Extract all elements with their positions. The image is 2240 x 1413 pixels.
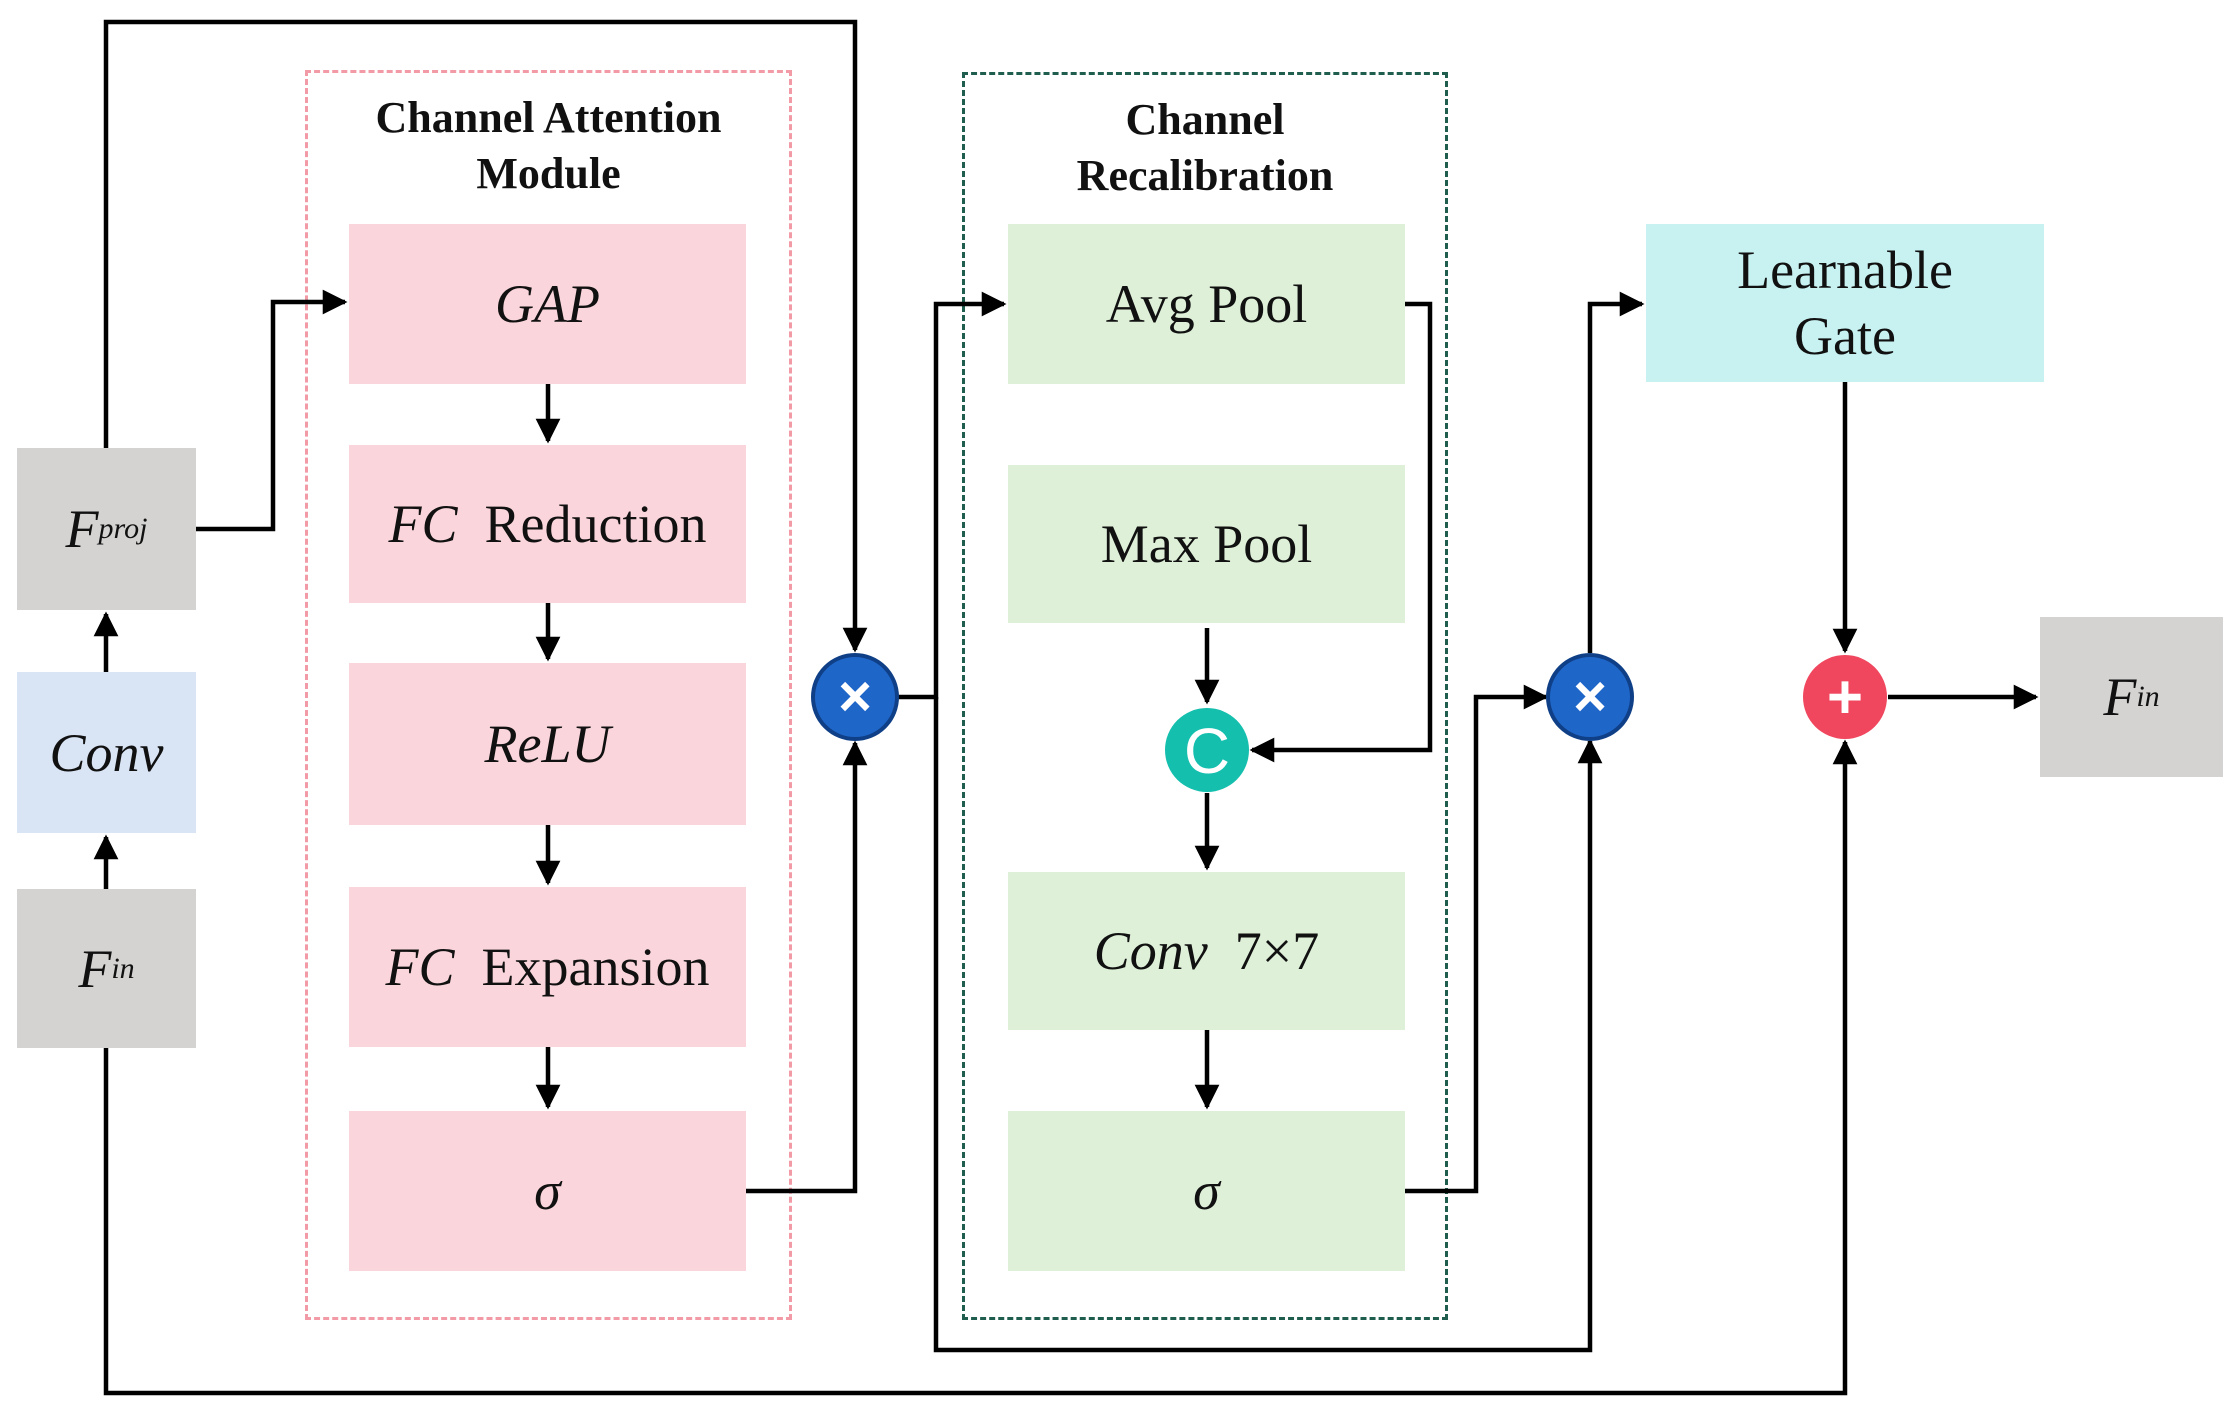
add-symbol: + — [1827, 663, 1863, 732]
recalibration-title: Channel Recalibration — [962, 92, 1448, 204]
fc-reduction-italic: FC — [388, 494, 458, 554]
edge-multiply2-to-gate — [1587, 291, 1645, 653]
recalibration-frame — [962, 72, 1448, 1320]
attention-module-frame — [305, 70, 792, 1320]
relu-node: ReLU — [349, 663, 746, 825]
fc-expansion-node: FC Expansion — [349, 887, 746, 1047]
fc-expansion-label: Expansion — [481, 937, 710, 997]
conv7-node: Conv 7×7 — [1008, 872, 1405, 1030]
learnable-gate-line2: Gate — [1794, 306, 1896, 366]
edge-multiply1-to-avgpool — [898, 291, 1007, 700]
conv7-italic: Conv — [1093, 921, 1208, 981]
fc-reduction-label: Reduction — [484, 494, 707, 554]
sigma-recal-label: σ — [1193, 1161, 1220, 1221]
learnable-gate-node: Learnable Gate — [1646, 224, 2044, 382]
learnable-gate-line1: Learnable — [1737, 240, 1953, 300]
fc-reduction-node: FC Reduction — [349, 445, 746, 603]
f-in-output-base: F — [2103, 667, 2137, 727]
attention-title-line1: Channel Attention — [375, 93, 722, 142]
conv-node: Conv — [17, 672, 196, 833]
fc-expansion-italic: FC — [385, 937, 455, 997]
avg-pool-label: Avg Pool — [1105, 274, 1308, 334]
recal-title-line1: Channel — [1125, 95, 1285, 144]
f-in-input-base: F — [78, 938, 112, 999]
concat-operator: C — [1165, 708, 1249, 792]
add-operator: + — [1803, 655, 1887, 739]
edge-sigma-to-multiply2 — [1405, 684, 1549, 1194]
multiply-2-circle — [1546, 653, 1634, 741]
conv7-label: 7×7 — [1234, 921, 1320, 981]
edge-fin-residual-to-add — [103, 739, 1858, 1396]
edge-fproj-skip-to-multiply1 — [103, 19, 868, 653]
concat-symbol: C — [1184, 715, 1230, 787]
sigma-recal-node: σ — [1008, 1111, 1405, 1271]
f-in-input-sub: in — [111, 951, 135, 985]
attention-title-line2: Module — [476, 149, 621, 198]
concat-circle — [1165, 708, 1249, 792]
gap-label: GAP — [495, 274, 600, 334]
multiply-1-circle — [811, 653, 899, 741]
recal-title-line2: Recalibration — [1076, 151, 1334, 200]
max-pool-label: Max Pool — [1100, 514, 1313, 574]
edge-sigma-to-multiply1 — [746, 740, 868, 1194]
multiply-2-symbol: × — [1573, 664, 1607, 729]
avg-pool-node: Avg Pool — [1008, 224, 1405, 384]
relu-label: ReLU — [484, 714, 611, 774]
attention-module-title: Channel Attention Module — [305, 90, 792, 202]
add-circle — [1803, 655, 1887, 739]
sigma-attention-node: σ — [349, 1111, 746, 1271]
edge-fproj-to-gap — [196, 289, 348, 532]
multiply-1-symbol: × — [838, 664, 872, 729]
conv-label: Conv — [49, 722, 164, 783]
edge-avgpool-to-concat — [1249, 301, 1433, 763]
sigma-attention-label: σ — [534, 1161, 561, 1221]
f-proj-base: F — [65, 499, 99, 559]
f-proj-sub: proj — [98, 512, 148, 545]
multiply-operator-2: × — [1546, 653, 1634, 741]
multiply-operator-1: × — [811, 653, 899, 741]
edge-multiply1-skip-to-multiply2 — [933, 697, 1603, 1353]
gap-node: GAP — [349, 224, 746, 384]
f-in-output-sub: in — [2136, 680, 2160, 713]
max-pool-node: Max Pool — [1008, 465, 1405, 623]
